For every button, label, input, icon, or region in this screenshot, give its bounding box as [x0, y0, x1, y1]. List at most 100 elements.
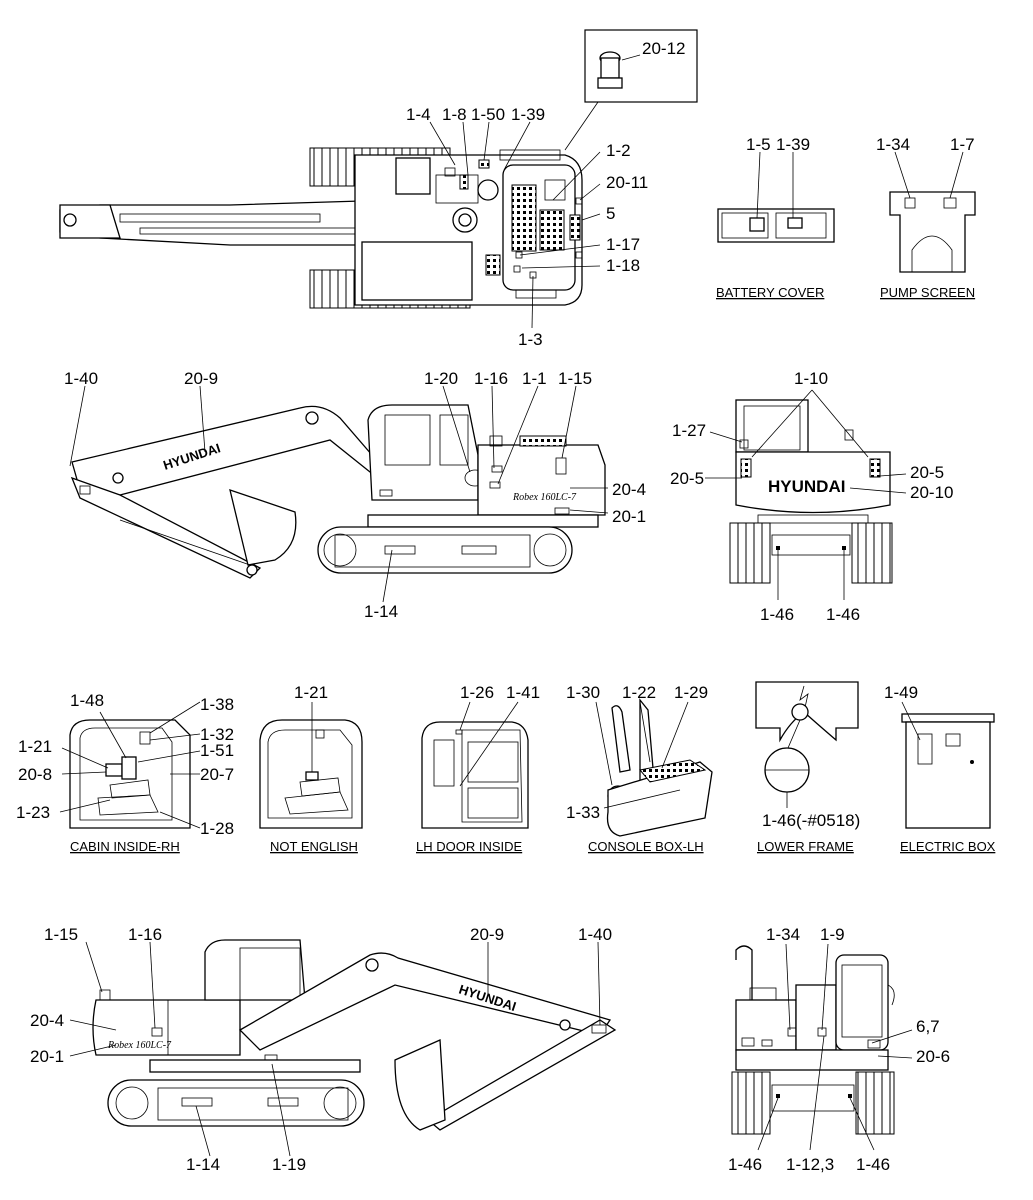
label-1-14-rh: 1-14	[364, 602, 398, 621]
pump-screen-view	[889, 151, 976, 273]
label-1-46-rear-right: 1-46	[826, 605, 860, 624]
label-1-34: 1-34	[876, 135, 910, 154]
track-front-left	[731, 1071, 771, 1135]
label-1-32: 1-32	[200, 725, 234, 744]
track-lh	[107, 1079, 365, 1127]
track-rear-left	[729, 522, 771, 584]
inset-box	[584, 29, 698, 103]
label-1-23: 1-23	[16, 803, 50, 822]
console-box-lh-view	[595, 698, 713, 837]
label-1-10: 1-10	[794, 369, 828, 388]
label-1-19: 1-19	[272, 1155, 306, 1174]
label-1-14-lh: 1-14	[186, 1155, 220, 1174]
label-1-16-lh: 1-16	[128, 925, 162, 944]
electric-box-view	[901, 701, 995, 829]
cab-top	[361, 241, 473, 301]
label-20-6: 20-6	[916, 1047, 950, 1066]
track-rear-right	[851, 522, 893, 584]
label-20-7: 20-7	[200, 765, 234, 784]
label-1-46-rear-left: 1-46	[760, 605, 794, 624]
label-1-7: 1-7	[950, 135, 975, 154]
front-view	[731, 943, 913, 1151]
label-1-34-front: 1-34	[766, 925, 800, 944]
label-1-39-battery: 1-39	[776, 135, 810, 154]
caption-console-box-lh: CONSOLE BOX-LH	[588, 839, 704, 854]
caption-battery-cover: BATTERY COVER	[716, 285, 824, 300]
caption-cabin-inside-rh: CABIN INSIDE-RH	[70, 839, 180, 854]
side-view-lh: Robex 160LC-7 HYUNDAI	[69, 939, 617, 1157]
label-1-5: 1-5	[746, 135, 771, 154]
label-1-18: 1-18	[606, 256, 640, 275]
boom	[71, 405, 379, 496]
label-20-9-rh: 20-9	[184, 369, 218, 388]
lower-frame-view	[755, 681, 859, 808]
label-20-11: 20-11	[606, 173, 648, 192]
caption-electric-box: ELECTRIC BOX	[900, 839, 996, 854]
side-view-rh: HYUNDAI Robex 160LC-7	[69, 385, 609, 603]
label-1-17: 1-17	[606, 235, 640, 254]
engine-housing	[477, 444, 606, 516]
label-1-48: 1-48	[70, 691, 104, 710]
label-1-1: 1-1	[522, 369, 547, 388]
label-1-22: 1-22	[622, 683, 656, 702]
label-1-28: 1-28	[200, 819, 234, 838]
bucket	[229, 489, 297, 566]
cab	[367, 404, 479, 501]
label-20-10: 20-10	[910, 483, 953, 502]
caption-not-english: NOT ENGLISH	[270, 839, 358, 854]
bucket-lh	[394, 1039, 446, 1131]
label-1-30: 1-30	[566, 683, 600, 702]
label-1-29: 1-29	[674, 683, 708, 702]
label-1-2: 1-2	[606, 141, 631, 160]
track-rh	[317, 526, 573, 574]
label-1-27: 1-27	[672, 421, 706, 440]
label-6-7: 6,7	[916, 1017, 940, 1036]
cabin-inside-rh-view	[59, 701, 201, 829]
label-1-39: 1-39	[511, 105, 545, 124]
reservoir-icon	[597, 51, 623, 89]
caption-lh-door-inside: LH DOOR INSIDE	[416, 839, 523, 854]
label-1-15-lh: 1-15	[44, 925, 78, 944]
label-1-8: 1-8	[442, 105, 467, 124]
lh-door-inside-view	[421, 701, 529, 829]
label-20-9-lh: 20-9	[470, 925, 504, 944]
label-20-5-right: 20-5	[910, 463, 944, 482]
label-1-38: 1-38	[200, 695, 234, 714]
label-1-46-front-right: 1-46	[856, 1155, 890, 1174]
battery-cover-view	[717, 151, 835, 243]
label-20-1-lh: 20-1	[30, 1047, 64, 1066]
label-20-5-left: 20-5	[670, 469, 704, 488]
label-1-51: 1-51	[200, 741, 234, 760]
boom-lh	[238, 952, 612, 1051]
track-front-right	[855, 1071, 895, 1135]
label-20-4-lh: 20-4	[30, 1011, 64, 1030]
model-badge-lh: Robex 160LC-7	[107, 1040, 172, 1051]
label-1-40-rh: 1-40	[64, 369, 98, 388]
not-english-view	[259, 702, 363, 829]
counterweight	[735, 451, 891, 514]
label-1-40-lh: 1-40	[578, 925, 612, 944]
label-1-9: 1-9	[820, 925, 845, 944]
caption-lower-frame: LOWER FRAME	[757, 839, 854, 854]
label-1-50: 1-50	[471, 105, 505, 124]
label-20-4-rh: 20-4	[612, 480, 646, 499]
rear-brand: HYUNDAI	[768, 477, 845, 496]
label-5: 5	[606, 204, 615, 223]
label-1-26: 1-26	[460, 683, 494, 702]
label-1-21-cabin: 1-21	[18, 737, 52, 756]
label-1-46-lower-frame: 1-46(-#0518)	[762, 811, 860, 830]
cab-lh	[204, 939, 306, 1001]
label-1-15-rh: 1-15	[558, 369, 592, 388]
top-view	[59, 29, 698, 329]
label-1-49: 1-49	[884, 683, 918, 702]
label-20-1-rh: 20-1	[612, 507, 646, 526]
caption-pump-screen: PUMP SCREEN	[880, 285, 975, 300]
model-badge: Robex 160LC-7	[512, 492, 577, 503]
rear-view: HYUNDAI	[705, 389, 907, 600]
label-1-4: 1-4	[406, 105, 431, 124]
label-1-12-3: 1-12,3	[786, 1155, 834, 1174]
label-1-41: 1-41	[506, 683, 540, 702]
label-1-21-not-english: 1-21	[294, 683, 328, 702]
label-1-3: 1-3	[518, 330, 543, 349]
